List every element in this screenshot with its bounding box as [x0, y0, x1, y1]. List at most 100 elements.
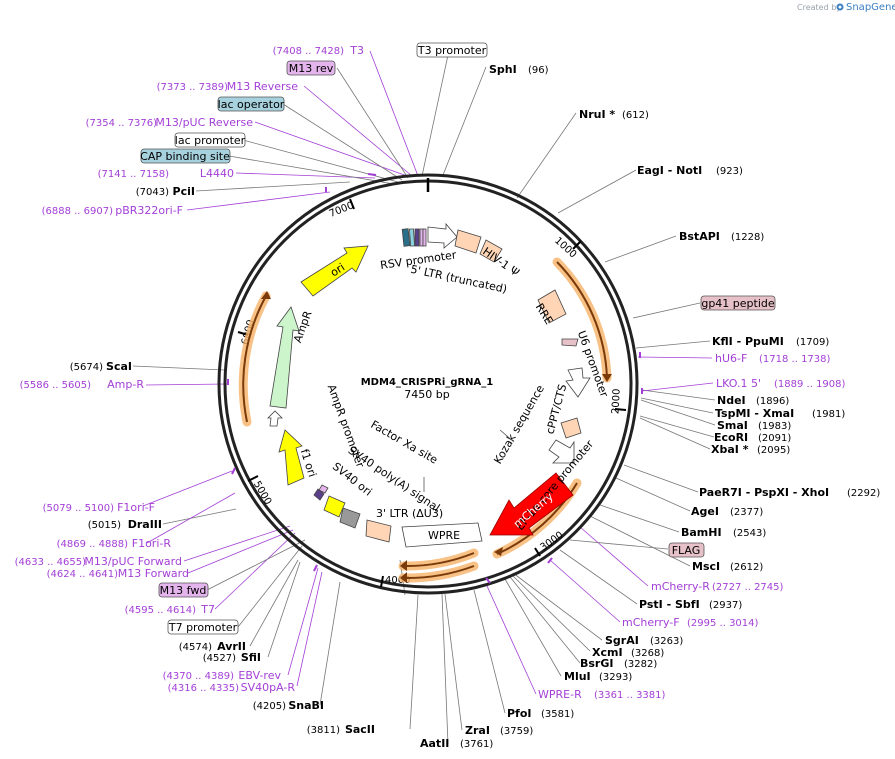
primer-markers — [227, 173, 643, 584]
site-pfoi[interactable]: PfoI — [507, 707, 532, 720]
box-leader-lines — [206, 54, 701, 628]
primer-t3[interactable]: T3 — [349, 44, 364, 57]
tick-label-3000: 3000 — [538, 530, 565, 554]
primer-m13-forward-pos: (4624 .. 4641) — [47, 569, 119, 580]
site-smai[interactable]: SmaI — [717, 419, 748, 432]
site-sacii[interactable]: SacII — [345, 723, 375, 736]
primer-t7[interactable]: T7 — [200, 603, 215, 616]
site-aatii[interactable]: AatII — [420, 737, 449, 750]
site-aatii-pos: (3761) — [460, 739, 493, 750]
primer-amp-r[interactable]: Amp-R — [107, 378, 144, 391]
site-zrai[interactable]: ZraI — [465, 724, 490, 737]
site-sfii[interactable]: SfiI — [241, 651, 261, 664]
primer-m13-reverse[interactable]: M13 Reverse — [227, 80, 298, 93]
tick-label-2000: 2000 — [610, 388, 622, 414]
primer-mcherry-r-pos: (2727 .. 2745) — [712, 582, 784, 593]
primer-mcherry-f[interactable]: mCherry-F — [622, 616, 680, 629]
site-bstapi[interactable]: BstAPI — [679, 230, 720, 243]
site-mlui-pos: (3293) — [599, 672, 632, 683]
highlight-arcs — [238, 257, 612, 583]
primer-sv40pa-r-pos: (4316 .. 4335) — [168, 683, 240, 694]
box-m13-rev[interactable]: M13 rev — [286, 60, 336, 76]
site-kfli-ppumi[interactable]: KflI - PpuMI — [712, 335, 784, 348]
svg-text:CAP binding site: CAP binding site — [140, 150, 230, 163]
box-gp41-peptide[interactable]: gp41 peptide — [700, 295, 776, 311]
site-paer7i-pspxi-xhoi[interactable]: PaeR7I - PspXI - XhoI — [699, 486, 829, 499]
primer-sv40pa-r[interactable]: SV40pA-R — [241, 681, 296, 694]
tick-label-7000: 7000 — [328, 200, 356, 220]
site-psti-sbfi[interactable]: PstI - SbfI — [639, 598, 700, 611]
site-xbai-pos: (2095) — [757, 445, 790, 456]
primer-lko1-5-pos: (1889 .. 1908) — [774, 379, 846, 390]
map-length: 7450 bp — [404, 388, 449, 401]
box-lac-operator[interactable]: lac operator — [217, 96, 285, 112]
site-eagi-noti-pos: (923) — [716, 166, 743, 177]
site-sacii-pos: (3811) — [307, 725, 340, 736]
box-cap-binding-site[interactable]: CAP binding site — [140, 148, 231, 164]
site-snabi[interactable]: SnaBI — [288, 699, 324, 712]
site-bamhi-pos: (2543) — [733, 528, 766, 539]
site-bsrgi[interactable]: BsrGI — [580, 657, 613, 670]
site-nrui[interactable]: NruI * — [579, 108, 615, 121]
box-lac-promoter[interactable]: lac promoter — [174, 132, 246, 148]
box-t3-promoter[interactable]: T3 promoter — [416, 42, 488, 58]
snapgene-brand: SnapGene — [846, 2, 895, 13]
primer-pbr322ori-f[interactable]: pBR322ori-F — [115, 204, 183, 217]
features — [267, 222, 591, 548]
site-sphi-pos: (96) — [528, 65, 549, 76]
site-ecori[interactable]: EcoRI — [714, 431, 748, 444]
snapgene-logo-icon — [836, 3, 844, 11]
svg-text:M13 fwd: M13 fwd — [160, 584, 207, 597]
site-xcmi-pos: (3268) — [631, 648, 664, 659]
svg-text:lac operator: lac operator — [218, 98, 285, 111]
site-agei[interactable]: AgeI — [691, 505, 719, 518]
site-sgrai[interactable]: SgrAI — [605, 634, 639, 647]
site-sgrai-pos: (3263) — [650, 636, 683, 647]
site-pcii[interactable]: PciI — [173, 185, 195, 198]
svg-text:gp41 peptide: gp41 peptide — [701, 297, 775, 310]
ltr3-label: 3' LTR (ΔU3) — [376, 507, 443, 520]
site-sphi[interactable]: SphI — [489, 63, 517, 76]
ampr-promoter-label: AmpR promoter — [325, 383, 367, 470]
backbone-outer-ring — [217, 173, 639, 595]
primer-f1ori-f-pos: (5079 .. 5100) — [43, 503, 115, 514]
site-eagi-noti[interactable]: EagI - NotI — [637, 164, 702, 177]
primer-l4440[interactable]: L4440 — [200, 167, 234, 180]
highlight-arrowheads — [261, 291, 612, 583]
primer-ebv-rev[interactable]: EBV-rev — [238, 669, 281, 682]
site-avrii[interactable]: AvrII — [217, 640, 246, 653]
wpre-label: WPRE — [428, 529, 460, 542]
factor-xa-label: Factor Xa site — [369, 418, 440, 467]
site-draiii[interactable]: DraIII — [128, 518, 162, 531]
primer-lko1-5[interactable]: LKO.1 5' — [716, 377, 761, 390]
primer-mcherry-r[interactable]: mCherry-R — [651, 580, 710, 593]
primer-amp-r-pos: (5586 .. 5605) — [20, 380, 92, 391]
site-smai-pos: (1983) — [758, 421, 791, 432]
site-tspmi-xmai[interactable]: TspMI - XmaI — [715, 407, 794, 420]
site-scai[interactable]: ScaI — [106, 360, 132, 373]
site-xbai[interactable]: XbaI * — [711, 443, 749, 456]
primer-m13puc-forward[interactable]: M13/pUC Forward — [84, 555, 182, 568]
primer-m13puc-reverse[interactable]: M13/pUC Reverse — [155, 116, 253, 129]
primer-wpre-r[interactable]: WPRE-R — [538, 688, 582, 701]
primer-hu6-f[interactable]: hU6-F — [715, 352, 747, 365]
primer-f1ori-f[interactable]: F1ori-F — [117, 501, 155, 514]
site-mlui[interactable]: MluI — [564, 670, 591, 683]
primer-leader-lines — [142, 50, 714, 695]
site-bamhi[interactable]: BamHI — [681, 526, 722, 539]
primer-f1ori-r[interactable]: F1ori-R — [132, 537, 172, 550]
primer-m13-forward[interactable]: M13 Forward — [118, 567, 189, 580]
site-nrui-pos: (612) — [622, 110, 649, 121]
site-kfli-ppumi-pos: (1709) — [796, 337, 829, 348]
box-flag[interactable]: FLAG — [668, 542, 705, 558]
site-pfoi-pos: (3581) — [541, 709, 574, 720]
box-m13-fwd[interactable]: M13 fwd — [158, 582, 209, 598]
box-t7-promoter[interactable]: T7 promoter — [167, 619, 239, 635]
site-bstapi-pos: (1228) — [731, 232, 764, 243]
site-ndei[interactable]: NdeI — [717, 394, 746, 407]
site-xcmi[interactable]: XcmI — [592, 646, 623, 659]
svg-text:FLAG: FLAG — [672, 544, 701, 557]
site-avrii-pos: (4574) — [179, 642, 212, 653]
site-msci[interactable]: MscI — [692, 560, 720, 573]
